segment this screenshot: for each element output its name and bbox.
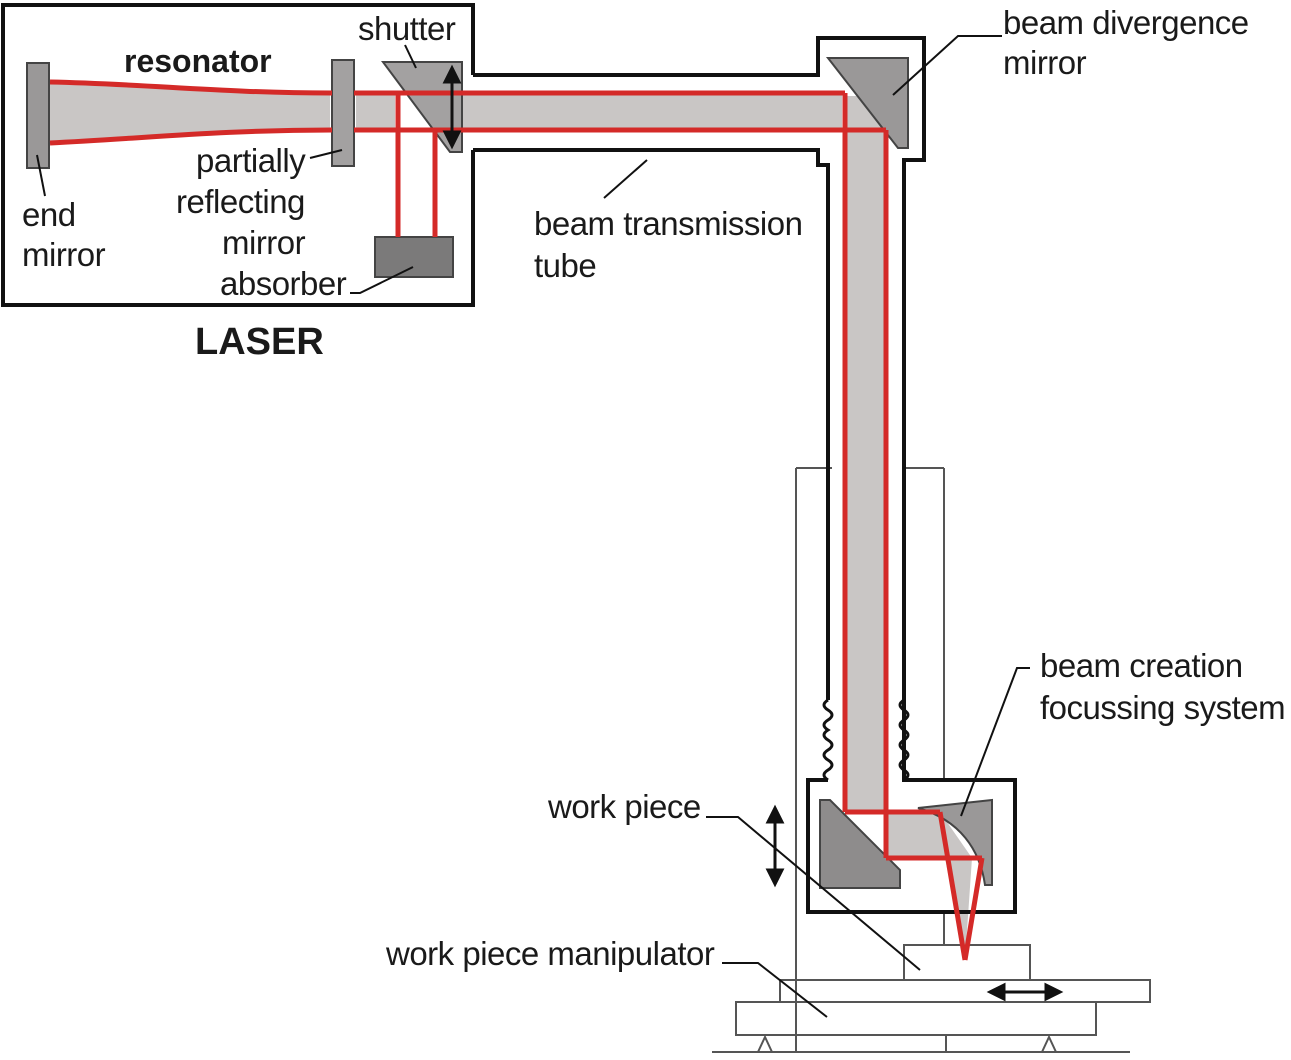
label-tube-1: beam transmission xyxy=(534,205,802,242)
resonator-beam-out xyxy=(356,93,395,130)
resonator-beam xyxy=(50,82,330,143)
divergence-prism-icon xyxy=(825,57,909,149)
leader-work-piece xyxy=(706,816,921,971)
ray-resonator-bottom xyxy=(49,127,333,146)
end-mirror-icon xyxy=(26,62,50,169)
transmission-beam xyxy=(462,92,842,132)
base-post xyxy=(795,1035,947,1052)
foot-left-icon xyxy=(757,1034,773,1053)
ray-focus-2 xyxy=(962,857,985,961)
label-partial-2: reflecting xyxy=(176,183,305,220)
upper-table xyxy=(779,979,1151,1003)
leader-partial xyxy=(309,149,343,159)
label-divergence-2: mirror xyxy=(1003,44,1087,81)
bellows-icon xyxy=(822,698,910,782)
label-end-mirror-1: end xyxy=(22,196,76,233)
tube-top xyxy=(473,36,1017,914)
ray-resonator-top xyxy=(49,79,333,96)
vertical-beam xyxy=(844,96,886,812)
beam-fill xyxy=(50,82,972,960)
leader-absorber xyxy=(350,266,414,294)
bellows-right xyxy=(898,698,910,782)
bellows-left xyxy=(822,698,834,782)
label-divergence-1: beam divergence xyxy=(1003,4,1249,41)
leader-tube xyxy=(603,159,648,199)
label-laser: LASER xyxy=(195,321,324,363)
label-shutter: shutter xyxy=(358,10,456,47)
leader-focus xyxy=(960,667,1030,817)
label-manipulator: work piece manipulator xyxy=(385,935,715,972)
leader-shutter xyxy=(404,44,417,69)
ray-focus-1 xyxy=(937,811,968,961)
label-focus-1: beam creation xyxy=(1040,647,1243,684)
focused-beam xyxy=(888,812,972,960)
beam-rays xyxy=(49,79,985,961)
foot-right-icon xyxy=(1041,1034,1057,1053)
horizontal-move-arrow-icon xyxy=(986,982,1064,1002)
leader-end-mirror xyxy=(36,154,46,197)
leader-divergence xyxy=(892,35,1002,96)
shutter-arrow-icon xyxy=(442,64,462,150)
laser-housing xyxy=(1,3,475,307)
vertical-move-arrow-icon xyxy=(765,804,785,888)
labels: resonator shutter end mirror partially r… xyxy=(22,4,1286,972)
leader-manipulator xyxy=(722,962,828,1018)
partial-mirror-icon xyxy=(331,59,355,167)
leader-lines xyxy=(36,35,1030,1018)
label-work-piece: work piece xyxy=(547,788,701,825)
label-partial-1: partially xyxy=(196,142,306,179)
manipulator-table-icon xyxy=(735,1001,1097,1036)
machine-frame xyxy=(712,467,1151,1053)
label-absorber: absorber xyxy=(220,265,347,302)
absorber-block-icon xyxy=(374,236,454,278)
housing-outline xyxy=(1,3,1017,914)
label-partial-3: mirror xyxy=(222,224,306,261)
arrows xyxy=(442,64,1064,1002)
tube-bottom xyxy=(473,148,830,700)
label-tube-2: tube xyxy=(534,247,596,284)
deflect-prism-icon xyxy=(819,799,901,889)
label-resonator: resonator xyxy=(124,43,272,79)
label-end-mirror-2: mirror xyxy=(22,236,106,273)
focusing-mirror-icon xyxy=(917,798,993,886)
label-focus-2: focussing system xyxy=(1040,689,1285,726)
